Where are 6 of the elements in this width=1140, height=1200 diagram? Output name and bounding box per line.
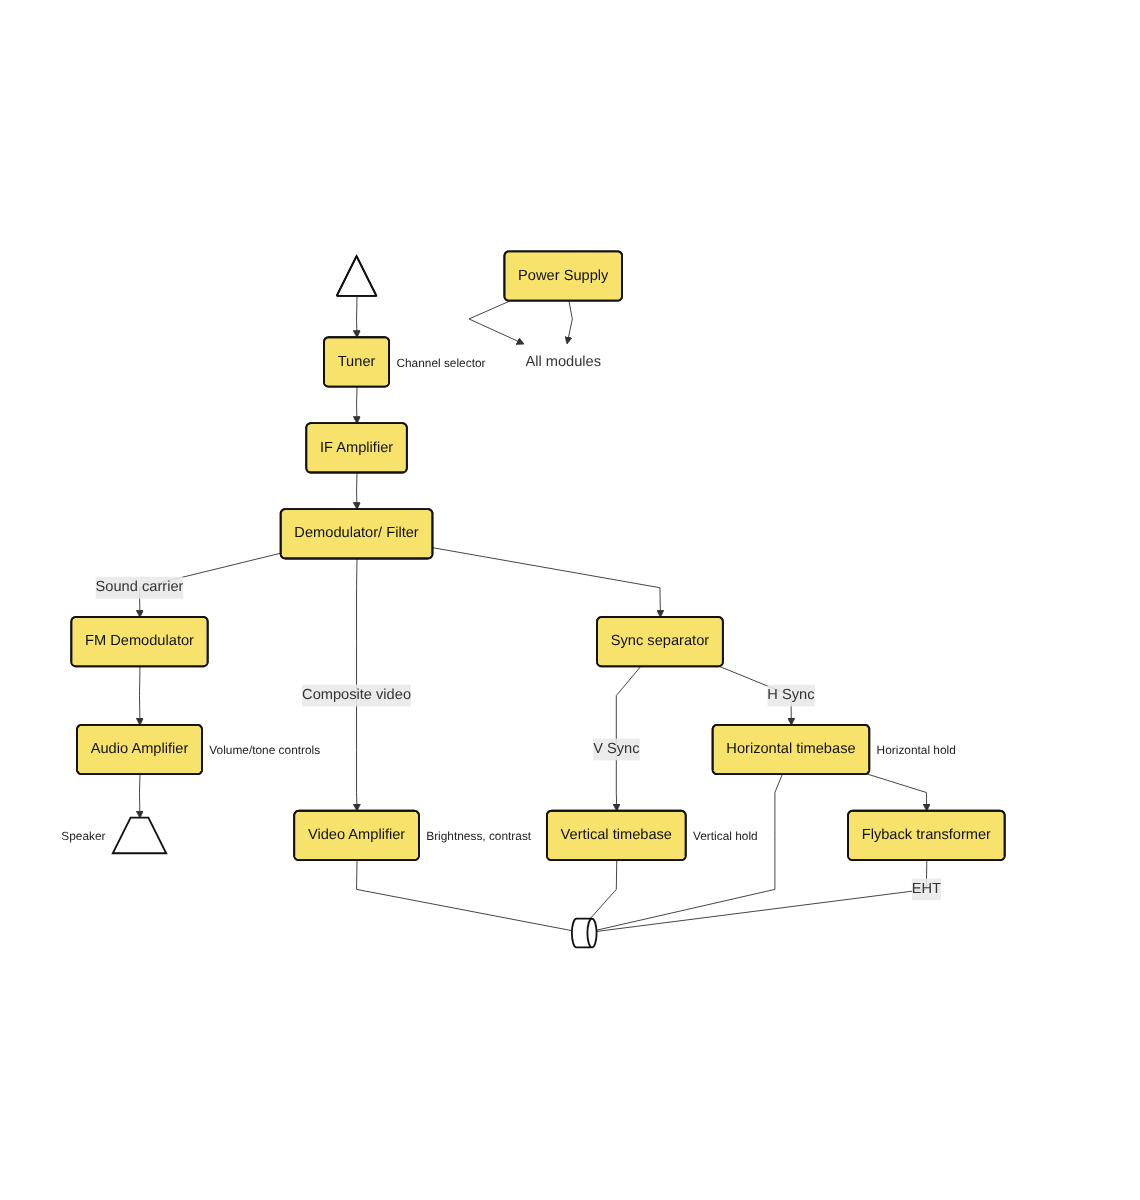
connector — [356, 860, 573, 932]
connector — [596, 774, 783, 932]
connector — [589, 860, 618, 920]
node-speaker — [111, 817, 168, 855]
node-tube — [570, 918, 598, 949]
connector — [596, 860, 928, 933]
